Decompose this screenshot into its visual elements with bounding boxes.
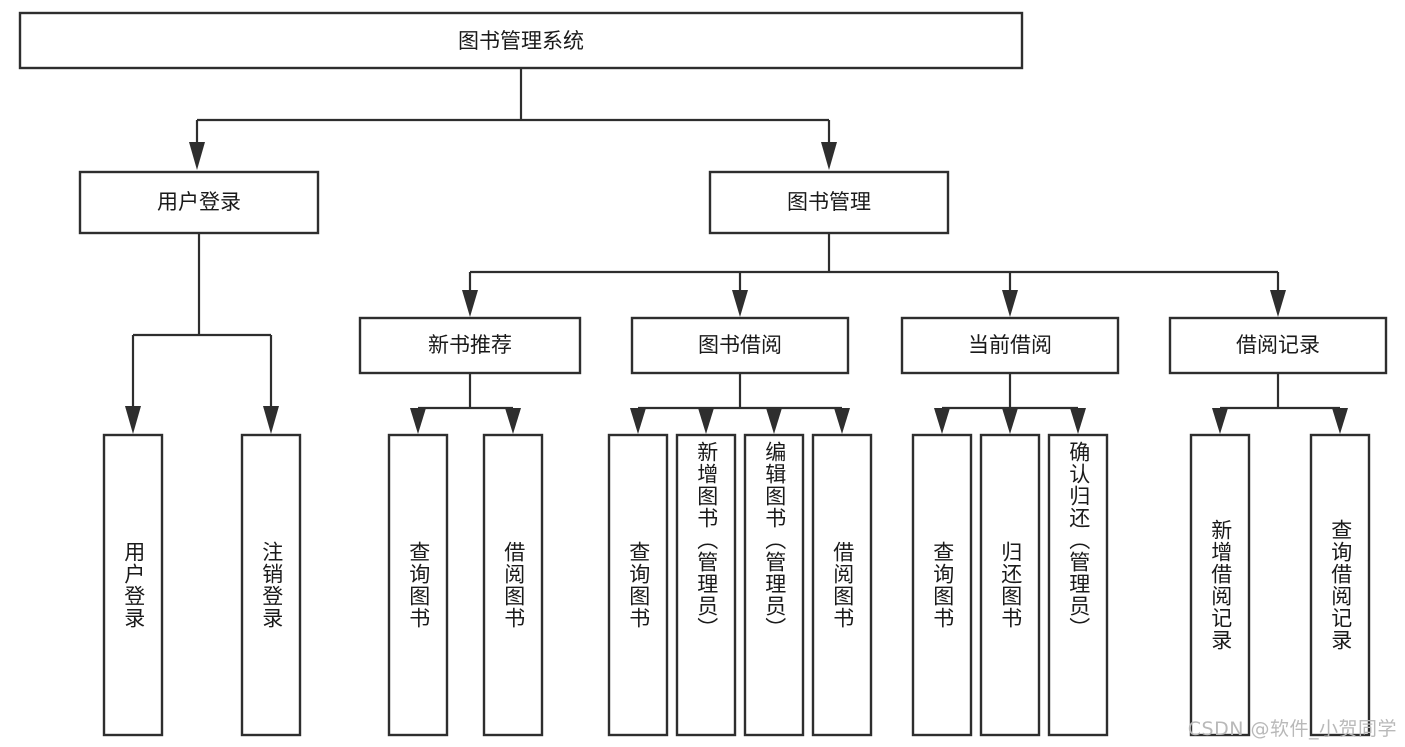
node-borrow-record-label: 借阅记录 <box>1236 333 1320 357</box>
arrow-down-icon <box>1070 408 1086 434</box>
arrow-down-icon <box>1002 408 1018 434</box>
arrow-down-icon <box>821 142 837 170</box>
arrow-down-icon <box>732 290 748 317</box>
connector-current-borrow-to-leaves <box>934 373 1086 434</box>
watermark: CSDN @软件_小贺同学 <box>1187 718 1397 740</box>
node-book-borrow[interactable]: 图书借阅 <box>630 316 850 375</box>
node-user-login-label: 用户登录 <box>157 190 241 214</box>
node-user-login-box <box>78 170 320 235</box>
leaf-query-book-3-box[interactable] <box>911 433 973 737</box>
arrow-down-icon <box>1270 290 1286 317</box>
node-current-borrow-label: 当前借阅 <box>968 333 1052 357</box>
node-borrow-record[interactable]: 借阅记录 <box>1168 316 1388 375</box>
leaf-borrow-book-1-box[interactable] <box>482 433 544 737</box>
arrow-down-icon <box>834 408 850 434</box>
arrow-down-icon <box>505 408 521 434</box>
arrow-down-icon <box>1002 290 1018 317</box>
leaf-query-book-1-box[interactable] <box>387 433 449 737</box>
leaf-confirm-return-box[interactable] <box>1047 433 1109 737</box>
node-new-book-recommend-label: 新书推荐 <box>428 333 512 357</box>
arrow-down-icon <box>766 408 782 434</box>
node-book-borrow-label: 图书借阅 <box>698 333 782 357</box>
connector-book-borrow-to-leaves <box>630 373 850 434</box>
node-current-borrow[interactable]: 当前借阅 <box>900 316 1120 375</box>
node-new-book-recommend[interactable]: 新书推荐 <box>358 316 582 375</box>
node-current-borrow-box <box>900 316 1120 375</box>
leaf-add-record-box[interactable] <box>1189 433 1251 737</box>
leaf-add-book-box[interactable] <box>675 433 737 737</box>
node-root-box <box>18 11 1024 70</box>
arrow-down-icon <box>698 408 714 434</box>
arrow-down-icon <box>263 406 279 434</box>
connector-new-book-recommend-to-leaves <box>410 373 521 434</box>
node-user-login[interactable]: 用户登录 <box>78 170 320 235</box>
node-root-label: 图书管理系统 <box>458 29 584 53</box>
connector-root-to-level1 <box>189 68 837 170</box>
node-root[interactable]: 图书管理系统 <box>18 11 1024 70</box>
arrow-down-icon <box>934 408 950 434</box>
leaf-borrow-book-2-box[interactable] <box>811 433 873 737</box>
connector-borrow-record-to-leaves <box>1212 373 1348 434</box>
leaf-query-record-box[interactable] <box>1309 433 1371 737</box>
leaf-query-book-2-box[interactable] <box>607 433 669 737</box>
connector-user-login-to-leaves <box>125 233 279 434</box>
leaf-user-login-box[interactable] <box>102 433 164 737</box>
leaf-edit-book-box[interactable] <box>743 433 805 737</box>
arrow-down-icon <box>125 406 141 434</box>
arrow-down-icon <box>1212 408 1228 434</box>
leaf-logout-box[interactable] <box>240 433 302 737</box>
connector-book-management-to-level2 <box>462 233 1286 317</box>
arrow-down-icon <box>1332 408 1348 434</box>
node-new-book-recommend-box <box>358 316 582 375</box>
arrow-down-icon <box>410 408 426 434</box>
arrow-down-icon <box>189 142 205 170</box>
node-book-management-label: 图书管理 <box>787 190 871 214</box>
node-book-management[interactable]: 图书管理 <box>708 170 950 235</box>
leaf-return-book-box[interactable] <box>979 433 1041 737</box>
arrow-down-icon <box>630 408 646 434</box>
arrow-down-icon <box>462 290 478 317</box>
